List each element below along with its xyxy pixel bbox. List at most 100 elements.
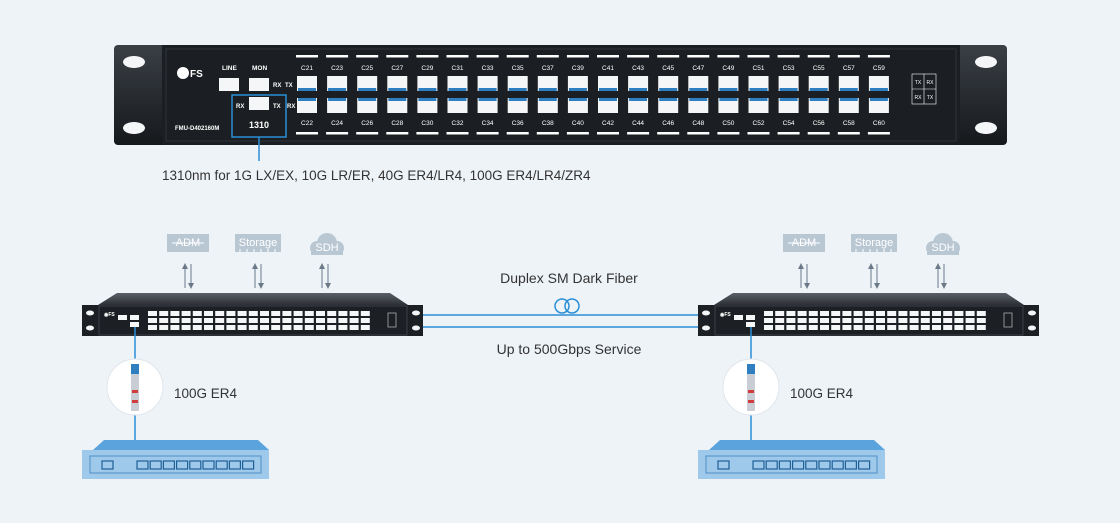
mux-port [148, 311, 157, 316]
mux-port [271, 311, 281, 316]
expansion-label: TX [927, 95, 934, 101]
channel-label: C60 [873, 120, 885, 127]
tx-label: TX [285, 83, 293, 89]
mount-hole [86, 310, 94, 316]
channel-bar [837, 132, 860, 135]
channel-bar [747, 132, 770, 135]
channel-port-latch [689, 88, 708, 91]
mux-port [282, 318, 292, 323]
line-port [219, 78, 239, 91]
channel-port [778, 76, 799, 91]
channel-port-latch [388, 88, 407, 91]
mux-expansion-port [387, 312, 397, 328]
mux-port [327, 325, 337, 330]
mux-port [786, 311, 796, 316]
bidirectional-arrow-icon [798, 263, 810, 289]
channel-port [598, 98, 618, 113]
mux-port [842, 318, 852, 323]
channel-port-latch [599, 98, 617, 101]
mon-label: MON [252, 65, 267, 72]
channel-label: C48 [692, 120, 704, 127]
mux-port [237, 311, 247, 316]
mux-port [820, 318, 829, 323]
channel-port-latch [478, 98, 497, 101]
service-label: Storage [855, 237, 894, 249]
channel-port [688, 76, 709, 91]
mux-port [148, 318, 157, 323]
mux-port [304, 318, 314, 323]
channel-label: C37 [542, 65, 554, 72]
mux-port [965, 318, 975, 323]
mux-port [204, 325, 213, 330]
bidirectional-arrow-icon [935, 263, 947, 289]
mux-port [327, 311, 337, 316]
mux-port [226, 311, 236, 316]
channel-port-latch [779, 98, 798, 101]
cloud-icon: SDH [926, 233, 960, 255]
mux-port [338, 325, 348, 330]
channel-label: C57 [843, 65, 855, 72]
expansion-label: TX [915, 80, 922, 86]
channel-bar [687, 55, 710, 58]
channel-port-latch [298, 88, 316, 91]
channel-port-latch [508, 98, 527, 101]
mux-port [786, 318, 796, 323]
channel-port [507, 76, 528, 91]
channel-label: C50 [722, 120, 734, 127]
mux-port [338, 318, 348, 323]
channel-bar [356, 55, 379, 58]
channel-bar [326, 132, 349, 135]
channel-port [808, 76, 829, 91]
channel-bar [476, 132, 499, 135]
mux-port [192, 318, 202, 323]
switch-top [709, 440, 885, 450]
mux-port [192, 311, 202, 316]
line-label: LINE [222, 65, 237, 72]
channel-port [357, 76, 378, 91]
mount-hole [123, 122, 145, 134]
storage-icon: Storage [235, 234, 281, 252]
bidirectional-arrow-icon [319, 263, 331, 289]
mux-port [260, 325, 269, 330]
channel-port-latch [568, 98, 587, 101]
mux-port [943, 325, 953, 330]
panel-rx-label: RX [287, 104, 295, 110]
channel-port [477, 76, 498, 91]
adm-icon: ADM [783, 234, 825, 252]
channel-bar [597, 132, 619, 135]
channel-bar [506, 132, 529, 135]
mux-port [192, 325, 202, 330]
switch-icon [698, 440, 885, 479]
adm-icon: ADM [167, 234, 209, 252]
mux-port [932, 325, 941, 330]
channel-port-latch [568, 88, 587, 91]
channel-port-latch [358, 98, 377, 101]
channel-port [748, 98, 769, 113]
service-label: ADM [792, 237, 816, 249]
mux-port [864, 311, 874, 316]
channel-label: C34 [482, 120, 494, 127]
mux-port [954, 318, 964, 323]
mux-port [764, 325, 773, 330]
mux-port [170, 311, 180, 316]
channel-port-latch [719, 98, 738, 101]
mux-port [316, 311, 325, 316]
channel-label: C43 [632, 65, 644, 72]
mux-port [237, 318, 247, 323]
channel-bar [386, 132, 409, 135]
mux-port [159, 311, 169, 316]
channel-label: C21 [301, 65, 313, 72]
mux-port [118, 315, 127, 320]
mux-port [876, 325, 885, 330]
channel-port-latch [629, 98, 648, 101]
fiber-coil-icon [548, 298, 580, 314]
mux-port [746, 322, 755, 327]
channel-port [868, 76, 889, 91]
channel-port-latch [418, 88, 437, 91]
mux-port [746, 315, 755, 320]
mon-port-tx [249, 97, 269, 110]
channel-port-latch [659, 88, 678, 91]
channel-bar [867, 55, 890, 58]
